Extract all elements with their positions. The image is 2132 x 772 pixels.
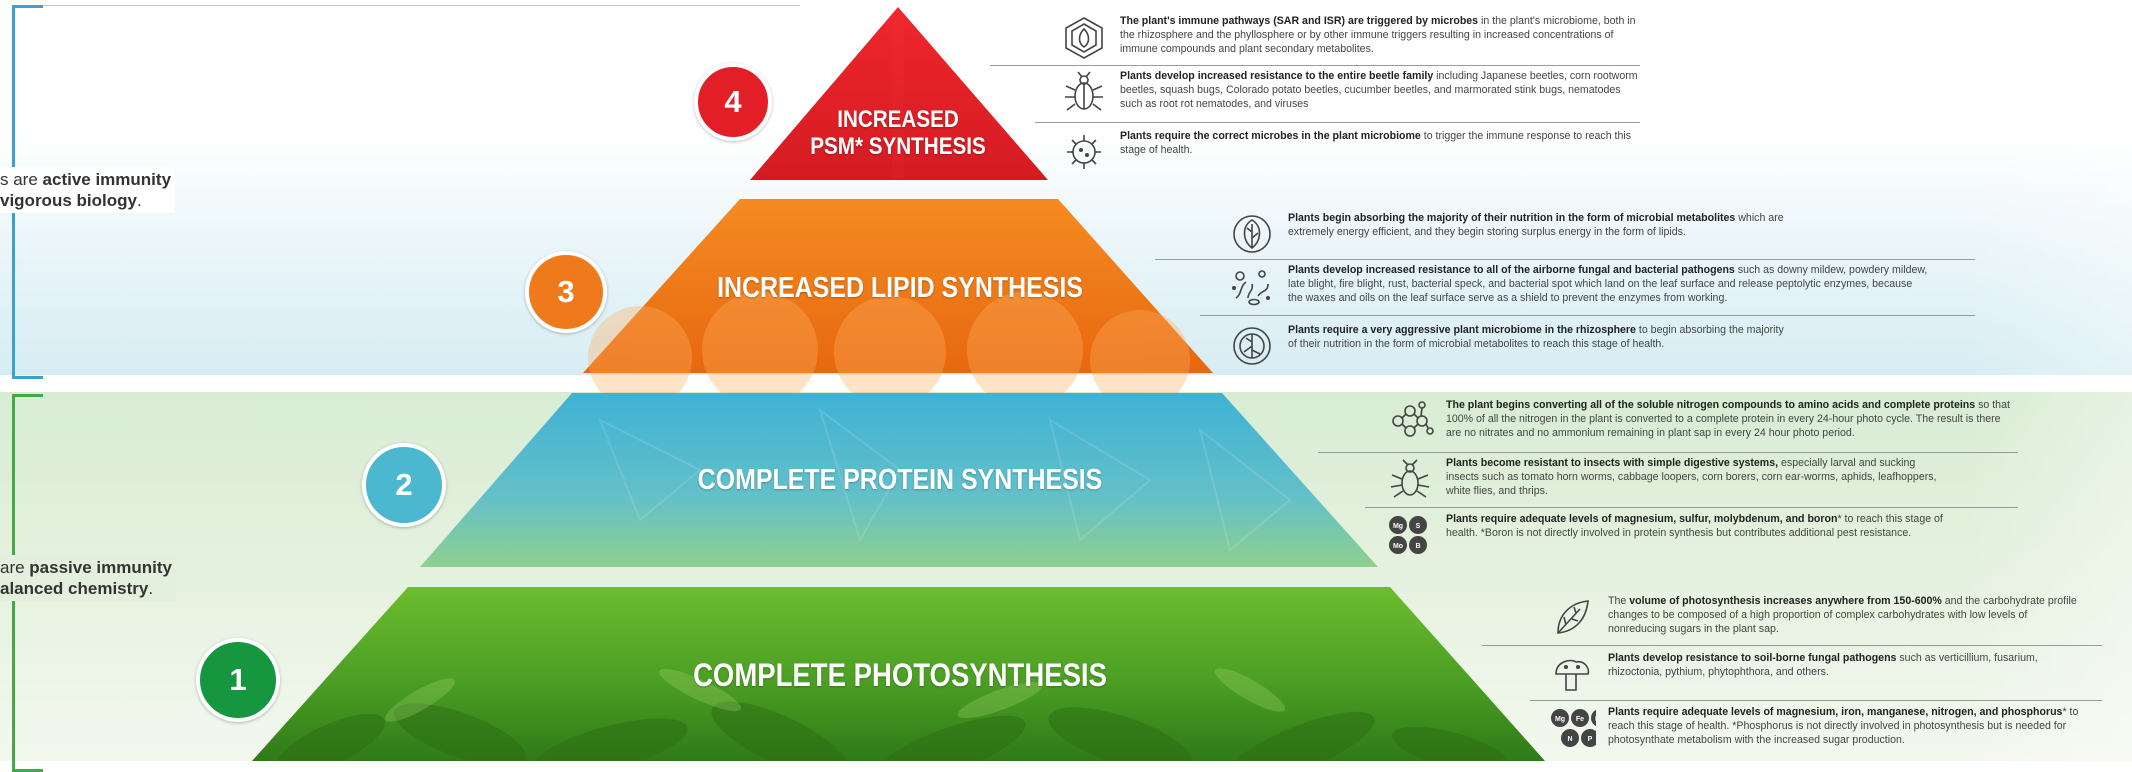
svg-text:S: S [1416,523,1421,530]
molecule-icon [1386,399,1434,443]
divider-1a [1482,645,2102,646]
orange-fruit-texture [588,292,1190,410]
divider-2a [1318,452,2018,453]
item-text: Plants develop increased resistance to t… [1120,70,1638,110]
tier-3-badge: 3 [525,251,607,333]
tier-3-item-2: Plants develop increased resistance to a… [1228,264,1928,308]
tier-2-item-3: Mg S Mo B Plants require adequate levels of … [1386,513,1966,557]
divider-3b [1200,315,1975,316]
rhizosphere-icon [1228,324,1276,368]
leaf-circle-icon [1228,212,1276,256]
divider-3a [1155,259,1975,260]
item-text: Plants require adequate levels of magnes… [1446,513,1943,539]
item-text: Plants develop resistance to soil-borne … [1608,652,2038,678]
tier-1-title: COMPLETE PHOTOSYNTHESIS [693,657,1107,693]
item-text: Plants require adequate levels of magnes… [1608,706,2079,746]
item-text: Plants require the correct microbes in t… [1120,130,1632,156]
tier-3-title: INCREASED LIPID SYNTHESIS [717,272,1083,304]
microbe-gear-icon [1060,130,1108,174]
tier-3-shape [583,199,1213,373]
tier-2-badge: 2 [362,443,446,527]
passive-immunity-text: are passive immunity alanced chemistry. [0,555,176,601]
nutrients-icon: Mg Fe MnN P [1548,706,1609,750]
tier-4-item-2: Plants develop increased resistance to t… [1060,70,1640,114]
leaf-texture-1 [274,701,1509,761]
tier-4-badge: 4 [694,63,772,141]
divider-1b [1530,700,2102,701]
leaf-texture-2 [598,407,1292,552]
divider-4b [1035,122,1640,123]
tier-1-item-2: Plants develop resistance to soil-borne … [1548,652,2078,696]
item-text: The volume of photosynthesis increases a… [1608,595,2077,635]
immune-shield-icon [1060,15,1108,59]
svg-text:P: P [1588,736,1593,743]
pathogens-icon [1228,264,1276,308]
tier-4-title: INCREASED PSM* SYNTHESIS [810,106,986,160]
item-text: Plants become resistant to insects with … [1446,457,1937,497]
svg-text:B: B [1415,543,1420,550]
leaf-sun-icon [1548,595,1596,639]
tier-4-shape [750,7,1048,180]
tier-4-item-3: Plants require the correct microbes in t… [1060,130,1640,174]
tier-1-shape [252,587,1545,761]
tier-3-item-1: Plants begin absorbing the majority of t… [1228,212,1788,256]
active-immunity-text: s are active immunity vigorous biology. [0,167,176,213]
svg-text:Mg: Mg [1555,716,1565,723]
divider-2b [1365,507,2018,508]
mushroom-icon [1548,652,1596,696]
minerals-icon: Mg S Mo B [1386,513,1434,557]
svg-text:Fe: Fe [1576,716,1584,723]
insect-icon [1386,457,1434,501]
svg-text:N: N [1567,736,1572,743]
item-text: Plants require a very aggressive plant m… [1288,324,1784,350]
svg-text:Mo: Mo [1393,543,1403,550]
item-text: Plants begin absorbing the majority of t… [1288,212,1784,238]
svg-text:Mn: Mn [1595,716,1596,723]
tier-1-item-3: Mg Fe MnN P Plants require adequate levels o… [1548,706,2098,750]
tier-4-item-1: The plant's immune pathways (SAR and ISR… [1060,15,1640,59]
tier-2-title: COMPLETE PROTEIN SYNTHESIS [697,464,1103,496]
tier-3-item-3: Plants require a very aggressive plant m… [1228,324,1788,368]
divider-4a [990,65,1640,66]
item-text: The plant begins converting all of the s… [1446,399,2010,439]
beetle-icon [1060,70,1108,114]
tier-1-badge: 1 [196,638,280,722]
tier-2-item-1: The plant begins converting all of the s… [1386,399,2016,443]
item-text: The plant's immune pathways (SAR and ISR… [1120,15,1636,55]
tier-1-item-1: The volume of photosynthesis increases a… [1548,595,2078,639]
tier-2-shape [420,393,1378,567]
top-rule [40,5,800,6]
item-text: Plants develop increased resistance to a… [1288,264,1928,304]
leaf-highlights-1 [385,668,1285,722]
tier-2-item-2: Plants become resistant to insects with … [1386,457,1946,501]
svg-text:Mg: Mg [1393,523,1403,530]
right-fade [1962,0,2132,761]
